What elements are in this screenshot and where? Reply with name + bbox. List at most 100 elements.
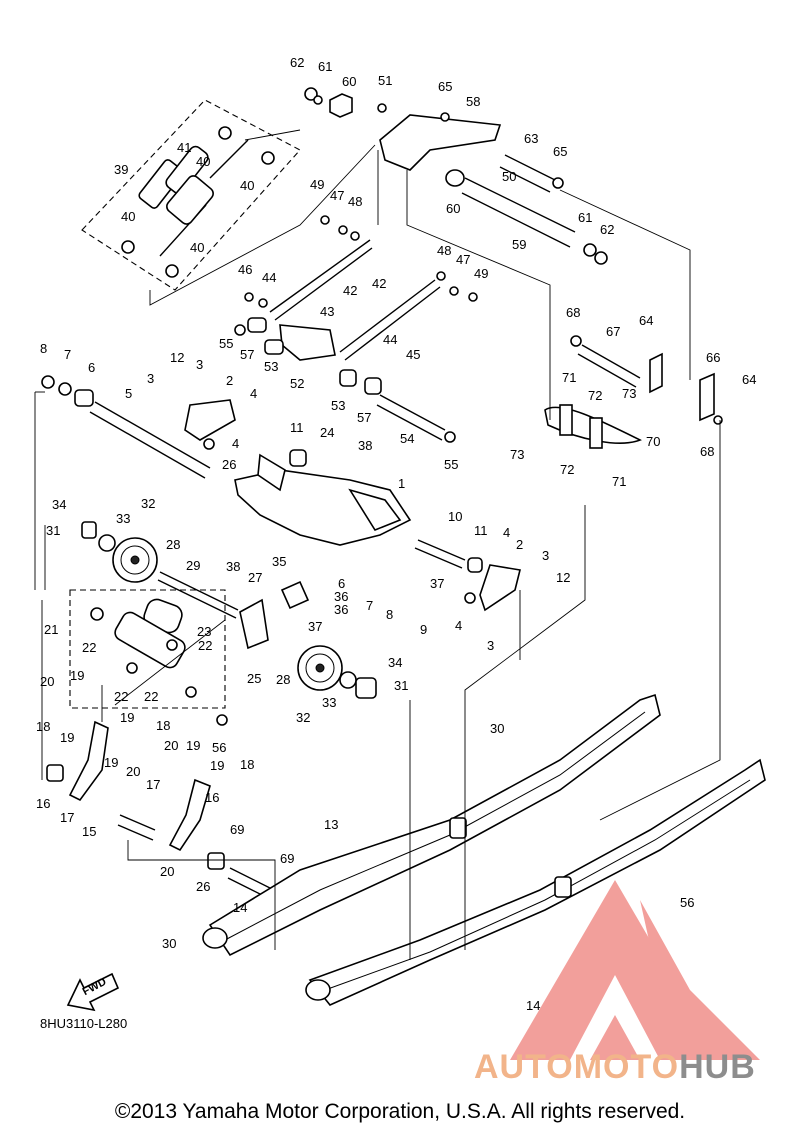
- callout: 19: [70, 668, 84, 683]
- leader-lines: [34, 129, 721, 960]
- callout: 73: [622, 386, 636, 401]
- watermark-text: AUTOMOTOHUB: [474, 1048, 756, 1087]
- callout: 30: [162, 936, 176, 951]
- callout: 35: [272, 554, 286, 569]
- callout: 18: [240, 757, 254, 772]
- drawing-code: 8HU3110-L280: [40, 1016, 128, 1031]
- callout: 40: [121, 209, 135, 224]
- callout: 72: [560, 462, 574, 477]
- callout-labels: 62 61 60 51 65 58 63 65 50 60 59 61 62 3…: [36, 55, 756, 1013]
- callout: 51: [378, 73, 392, 88]
- callout: 68: [700, 444, 714, 459]
- callout: 11: [290, 420, 304, 435]
- watermark-moto: MOTO: [573, 1048, 680, 1086]
- callout: 4: [503, 525, 510, 540]
- callout: 26: [196, 879, 210, 894]
- rear-shock-absorber: [121, 126, 275, 278]
- callout: 65: [438, 79, 452, 94]
- watermark-auto: AUTO: [474, 1048, 574, 1086]
- callout: 70: [646, 434, 660, 449]
- callout: 22: [198, 638, 212, 653]
- callout: 55: [219, 336, 233, 351]
- callout: 71: [612, 474, 626, 489]
- callout: 3: [487, 638, 494, 653]
- callout: 31: [46, 523, 60, 538]
- callout: 19: [186, 738, 200, 753]
- callout: 54: [400, 431, 414, 446]
- callout: 73: [510, 447, 524, 462]
- callout: 31: [394, 678, 408, 693]
- callout: 57: [240, 347, 254, 362]
- callout: 20: [164, 738, 178, 753]
- callout: 34: [52, 497, 66, 512]
- callout: 11: [474, 523, 488, 538]
- callout: 18: [156, 718, 170, 733]
- callout: 59: [512, 237, 526, 252]
- callout: 65: [553, 144, 567, 159]
- callout: 42: [372, 276, 386, 291]
- callout: 8: [40, 341, 47, 356]
- callout: 25: [247, 671, 261, 686]
- callout: 9: [420, 622, 427, 637]
- callout: 66: [706, 350, 720, 365]
- callout: 19: [60, 730, 74, 745]
- callout: 49: [474, 266, 488, 281]
- callout: 60: [342, 74, 356, 89]
- callout: 29: [186, 558, 200, 573]
- callout: 2: [516, 537, 523, 552]
- callout: 58: [466, 94, 480, 109]
- callout: 7: [366, 598, 373, 613]
- callout: 36: [334, 589, 348, 604]
- callout: 23: [197, 624, 211, 639]
- callout: 20: [160, 864, 174, 879]
- watermark-hub: HUB: [679, 1048, 756, 1086]
- callout: 38: [226, 559, 240, 574]
- callout: 19: [104, 755, 118, 770]
- fwd-arrow-icon: [66, 972, 120, 1012]
- callout: 63: [524, 131, 538, 146]
- callout: 22: [114, 689, 128, 704]
- callout: 56: [680, 895, 694, 910]
- callout: 6: [338, 576, 345, 591]
- callout: 48: [348, 194, 362, 209]
- copyright-notice: ©2013 Yamaha Motor Corporation, U.S.A. A…: [114, 1100, 686, 1123]
- callout: 2: [226, 373, 233, 388]
- callout: 26: [222, 457, 236, 472]
- front-shock-box: [69, 589, 226, 709]
- callout: 62: [600, 222, 614, 237]
- callout: 49: [310, 177, 324, 192]
- callout: 39: [114, 162, 128, 177]
- callout: 32: [141, 496, 155, 511]
- callout: 40: [196, 154, 210, 169]
- callout: 4: [250, 386, 257, 401]
- callout: 21: [44, 622, 58, 637]
- callout: 19: [120, 710, 134, 725]
- small-arm: [216, 580, 310, 726]
- callout: 61: [578, 210, 592, 225]
- callout: 50: [502, 169, 516, 184]
- callout: 8: [386, 607, 393, 622]
- callout: 44: [383, 332, 397, 347]
- callout: 71: [562, 370, 576, 385]
- shock-group-box: [81, 99, 301, 291]
- callout: 45: [406, 347, 420, 362]
- callout: 52: [290, 376, 304, 391]
- callout: 32: [296, 710, 310, 725]
- callout: 56: [212, 740, 226, 755]
- callout: 3: [542, 548, 549, 563]
- idler-wheels: [81, 521, 377, 699]
- callout: 22: [144, 689, 158, 704]
- callout: 53: [331, 398, 345, 413]
- callout: 60: [446, 201, 460, 216]
- callout: 48: [437, 243, 451, 258]
- link-rods: [244, 215, 478, 361]
- callout: 14: [233, 900, 247, 915]
- callout: 53: [264, 359, 278, 374]
- callout: 10: [448, 509, 462, 524]
- callout: 55: [444, 457, 458, 472]
- watermark-logo-icon: [510, 880, 760, 1060]
- callout: 40: [240, 178, 254, 193]
- callout: 68: [566, 305, 580, 320]
- callout: 61: [318, 59, 332, 74]
